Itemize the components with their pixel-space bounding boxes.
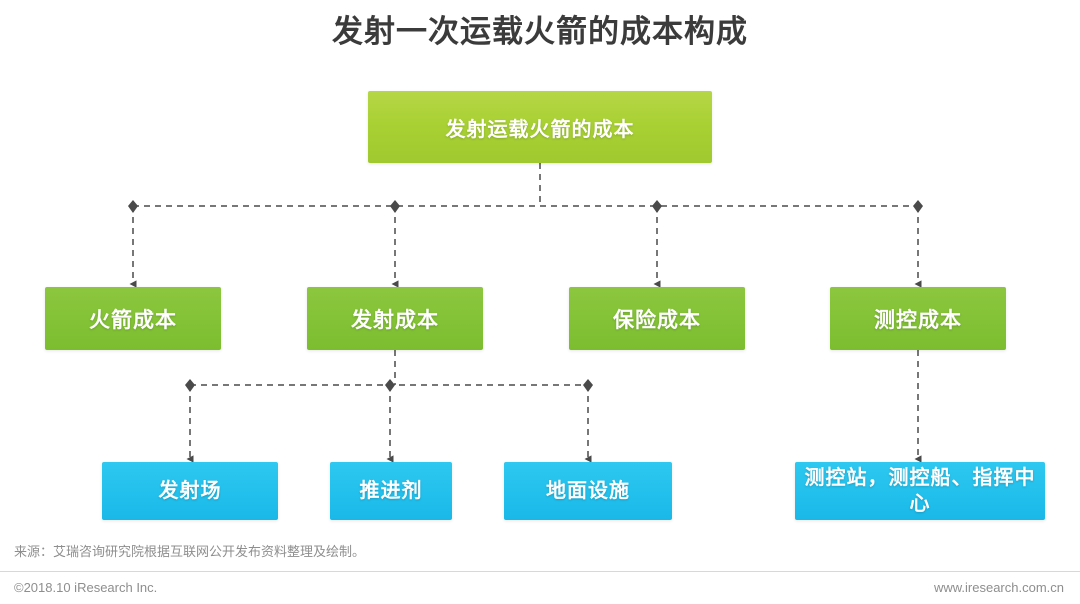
node-launch-cost[interactable]: 发射成本 [307, 287, 483, 350]
node-label: 保险成本 [613, 308, 701, 332]
page-title: 发射一次运载火箭的成本构成 [332, 14, 748, 49]
junction-diamond [652, 200, 662, 213]
node-root-launch-cost[interactable]: 发射运载火箭的成本 [368, 91, 712, 163]
website-link[interactable]: www.iresearch.com.cn [933, 580, 1064, 595]
node-label: 发射成本 [351, 308, 439, 332]
node-tracking-cost[interactable]: 测控成本 [830, 287, 1006, 350]
node-launch-site[interactable]: 发射场 [102, 462, 278, 520]
junction-markers [128, 200, 923, 392]
junction-diamond [390, 200, 400, 213]
node-label: 发射场 [158, 480, 222, 502]
source-note: 来源：艾瑞咨询研究院根据互联网公开发布资料整理及绘制。 [14, 544, 366, 559]
node-label: 推进剂 [359, 480, 423, 502]
node-label: 火箭成本 [89, 308, 177, 332]
node-propellant[interactable]: 推进剂 [330, 462, 452, 520]
junction-diamond [583, 379, 593, 392]
junction-diamond [385, 379, 395, 392]
junction-diamond [128, 200, 138, 213]
junction-diamond [185, 379, 195, 392]
node-label: 地面设施 [546, 480, 630, 502]
node-label: 测控成本 [874, 308, 962, 332]
footer-divider [0, 571, 1080, 572]
node-label: 发射运载火箭的成本 [445, 118, 635, 141]
node-tracking-nodes[interactable]: 测控站，测控船、指挥中心 [795, 462, 1045, 520]
node-label: 测控站，测控船、指挥中心 [804, 467, 1036, 515]
copyright-text: ©2018.10 iResearch Inc. [14, 580, 158, 595]
node-insurance-cost[interactable]: 保险成本 [569, 287, 745, 350]
node-rocket-cost[interactable]: 火箭成本 [45, 287, 221, 350]
junction-diamond [913, 200, 923, 213]
node-ground-facility[interactable]: 地面设施 [504, 462, 672, 520]
